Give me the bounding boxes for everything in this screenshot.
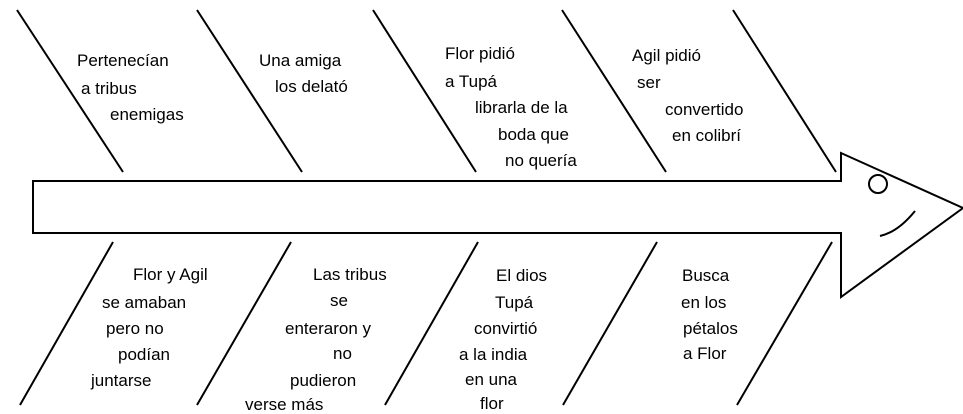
- top-bone-4: [561, 9, 667, 173]
- cause-line: en los: [681, 293, 727, 312]
- cause-line: boda que: [498, 125, 569, 144]
- top-bone-5: [732, 9, 837, 173]
- cause-line: Pertenecían: [77, 51, 169, 70]
- cause-line: se: [330, 291, 348, 310]
- cause-line: Flor y Agil: [133, 265, 208, 284]
- cause-line: enteraron y: [285, 319, 371, 338]
- cause-line: Las tribus: [313, 265, 387, 284]
- bottom-bone-5: [736, 241, 833, 406]
- top-bone-2: [196, 9, 303, 173]
- cause-line: pétalos: [683, 319, 738, 338]
- head-eye-icon: [868, 174, 888, 194]
- bottom-bone-3: [384, 241, 479, 406]
- cause-line: Tupá: [495, 293, 534, 312]
- top-bone-1: [16, 9, 124, 173]
- head-smile-icon: [879, 210, 916, 237]
- cause-line: a Flor: [683, 344, 727, 363]
- cause-line: a la india: [459, 345, 528, 364]
- cause-line: no: [333, 344, 352, 363]
- cause-line: El dios: [496, 266, 548, 285]
- cause-line: Una amiga: [259, 51, 342, 70]
- cause-line: en una: [465, 370, 517, 389]
- cause-line: librarla de la: [475, 98, 568, 117]
- cause-line: enemigas: [110, 105, 184, 124]
- cause-line: no quería: [505, 151, 577, 170]
- bottom-bone-4: [562, 241, 658, 406]
- cause-line: convirtió: [474, 319, 538, 338]
- cause-line: flor: [480, 394, 504, 413]
- cause-line: a Tupá: [445, 72, 497, 91]
- cause-line: Agil pidió: [632, 46, 701, 65]
- cause-line: Flor pidió: [445, 44, 515, 63]
- spine-arrow: [32, 151, 963, 299]
- cause-line: ser: [637, 73, 661, 92]
- cause-line: a tribus: [81, 79, 137, 98]
- top-bone-3: [372, 9, 477, 173]
- cause-line: los delató: [275, 77, 348, 96]
- cause-line: Busca: [682, 266, 730, 285]
- cause-line: podían: [118, 345, 170, 364]
- cause-line: en colibrí: [672, 126, 741, 145]
- cause-line: juntarse: [91, 371, 152, 390]
- cause-line: verse más: [245, 395, 324, 414]
- cause-line: pudieron: [290, 371, 357, 390]
- cause-line: convertido: [665, 100, 744, 119]
- bottom-bone-1: [19, 241, 114, 406]
- bottom-bone-2: [196, 241, 292, 406]
- cause-line: se amaban: [102, 293, 187, 312]
- cause-line: pero no: [106, 319, 164, 338]
